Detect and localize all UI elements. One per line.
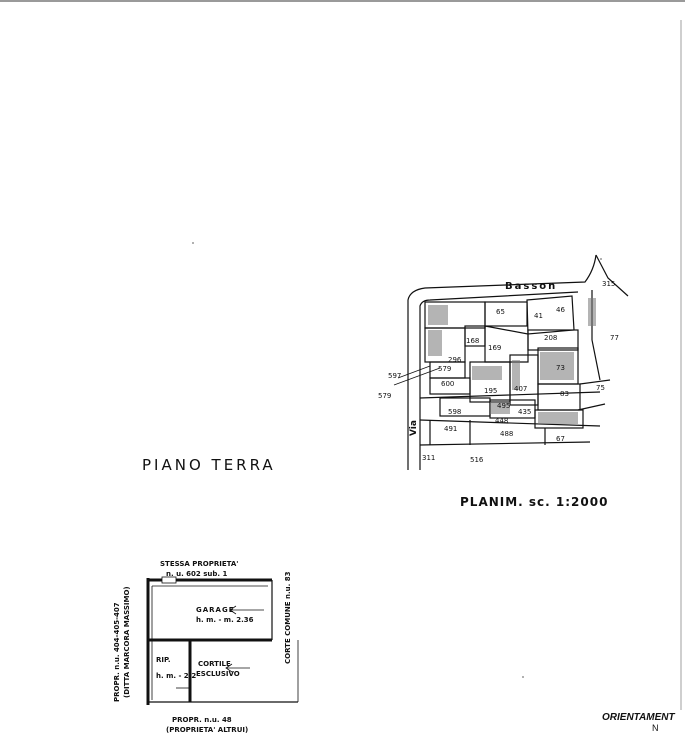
scan-speck bbox=[600, 258, 602, 260]
bottom-owner-note: (PROPRIETA' ALTRUI) bbox=[166, 726, 249, 734]
svg-text:83: 83 bbox=[560, 390, 569, 398]
svg-text:67: 67 bbox=[556, 435, 565, 443]
rip-height: h. m. - 2.2 bbox=[156, 672, 197, 680]
svg-text:407: 407 bbox=[514, 385, 527, 393]
svg-text:448: 448 bbox=[495, 417, 508, 425]
cortile-subtitle: ESCLUSIVO bbox=[196, 670, 240, 678]
left-owner-label: PROPR. n.u. 404-405-407 bbox=[113, 602, 121, 702]
svg-text:46: 46 bbox=[556, 306, 565, 314]
scan-speck bbox=[192, 242, 194, 244]
svg-text:65: 65 bbox=[496, 308, 505, 316]
page-top-border bbox=[0, 0, 685, 2]
top-owner-ref: n. u. 602 sub. 1 bbox=[166, 570, 228, 578]
svg-text:168: 168 bbox=[466, 337, 479, 345]
svg-text:208: 208 bbox=[544, 334, 557, 342]
orientation-north: N bbox=[652, 723, 659, 733]
svg-text:315: 315 bbox=[602, 280, 615, 288]
garage-height: h. m. - m. 2.36 bbox=[196, 616, 254, 624]
svg-text:41: 41 bbox=[534, 312, 543, 320]
svg-text:488: 488 bbox=[500, 430, 513, 438]
svg-text:435: 435 bbox=[518, 408, 531, 416]
planimetria-scale-label: PLANIM. sc. 1:2000 bbox=[460, 495, 609, 509]
orientation-label: ORIENTAMENT bbox=[602, 712, 675, 723]
piano-terra-title: PIANO TERRA bbox=[142, 456, 276, 474]
cortile-title: CORTILE bbox=[198, 660, 231, 668]
road-label: Via bbox=[409, 420, 419, 436]
svg-text:516: 516 bbox=[470, 456, 484, 464]
svg-text:495: 495 bbox=[497, 402, 510, 410]
svg-text:169: 169 bbox=[488, 344, 501, 352]
garage-title: GARAGE bbox=[196, 606, 235, 614]
svg-text:600: 600 bbox=[441, 380, 454, 388]
svg-text:296: 296 bbox=[448, 356, 462, 364]
left-owner-name: (DITTA MARCORA MASSIMO) bbox=[123, 586, 131, 698]
top-owner-label: STESSA PROPRIETA' bbox=[160, 560, 239, 568]
svg-text:311: 311 bbox=[422, 454, 435, 462]
scan-speck bbox=[522, 676, 524, 678]
svg-text:75: 75 bbox=[596, 384, 605, 392]
svg-text:579: 579 bbox=[378, 392, 391, 400]
rip-title: RIP. bbox=[156, 656, 171, 664]
svg-text:77: 77 bbox=[610, 334, 619, 342]
svg-text:73: 73 bbox=[556, 364, 565, 372]
svg-text:597: 597 bbox=[388, 372, 401, 380]
page-right-border bbox=[680, 20, 682, 710]
street-name: Basson bbox=[505, 281, 558, 292]
svg-text:195: 195 bbox=[484, 387, 497, 395]
svg-text:579: 579 bbox=[438, 365, 451, 373]
bottom-owner-label: PROPR. n.u. 48 bbox=[172, 716, 232, 724]
corte-comune-label: CORTE COMUNE n.u. 83 bbox=[284, 571, 292, 664]
svg-text:491: 491 bbox=[444, 425, 457, 433]
svg-text:598: 598 bbox=[448, 408, 461, 416]
